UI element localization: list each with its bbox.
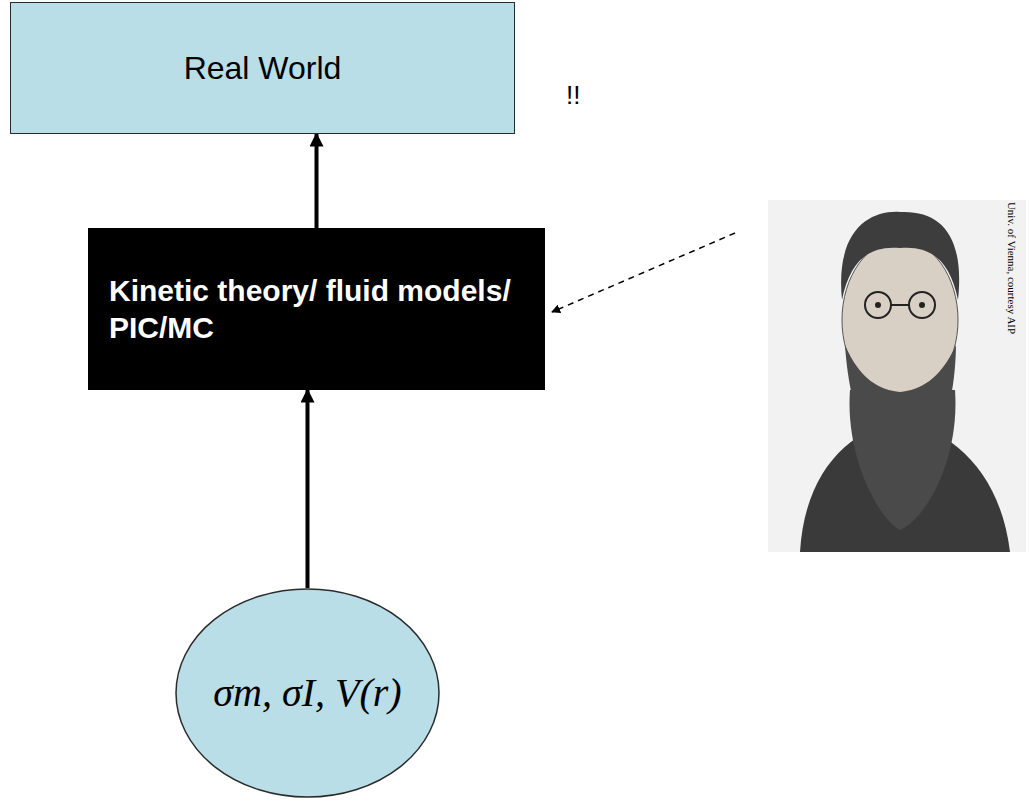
dashed-pointer — [552, 233, 735, 312]
input-ellipse: σm, σI, V(r) — [175, 588, 440, 798]
flow-arrow — [315, 134, 319, 228]
photo-credit: Univ. of Vienna, courtesy AIP — [1006, 202, 1018, 334]
world-box: Real World — [10, 2, 515, 134]
node-text: Kinetic theory/ fluid models/ PIC/MC — [109, 272, 514, 347]
exclamation-note: !! — [566, 80, 580, 111]
node-text: σm, σI, V(r) — [213, 668, 401, 718]
portrait-photo — [768, 200, 1026, 552]
flow-arrow — [306, 390, 310, 588]
model-box: Kinetic theory/ fluid models/ PIC/MC — [88, 228, 545, 390]
node-text: Real World — [184, 48, 342, 88]
